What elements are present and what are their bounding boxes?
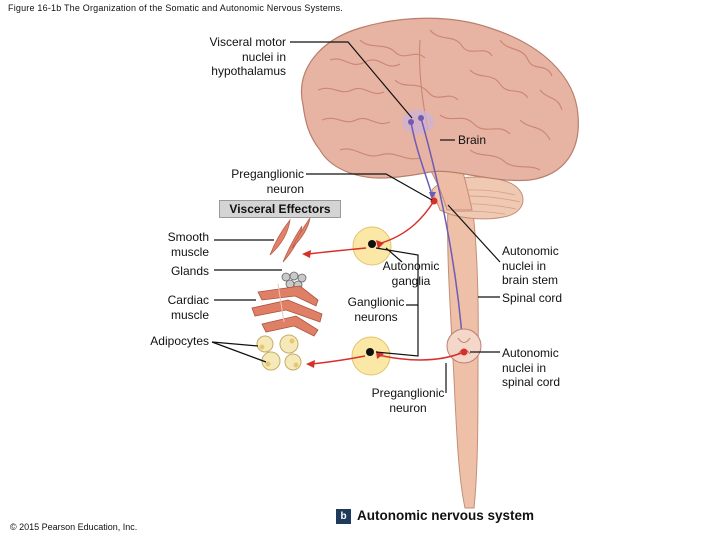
panel-letter-badge: b	[336, 509, 351, 524]
label-line: nuclei in	[502, 360, 547, 375]
label-line: nuclei in	[502, 258, 547, 273]
label-line: muscle	[170, 244, 209, 259]
label-line: brain stem	[502, 273, 559, 287]
postganglionic-fiber-lower	[311, 355, 366, 365]
smooth-muscle-cells	[269, 217, 311, 263]
leader-preganglionic-top	[306, 173, 433, 201]
label-line: Preganglionic	[231, 167, 304, 181]
label-line: Visceral motor	[209, 35, 286, 49]
label-brain: Brain	[458, 133, 487, 147]
brain-folds	[317, 29, 563, 171]
label-line: hypothalamus	[211, 64, 286, 78]
leader-adipocytes	[211, 341, 259, 347]
label-line: neuron	[266, 181, 304, 196]
gland-cells	[281, 271, 307, 290]
label-smooth-muscle: Smooth muscle	[150, 230, 209, 259]
label-line: nuclei in	[241, 49, 286, 64]
label-line: Autonomic	[502, 346, 559, 360]
label-line: spinal cord	[502, 375, 561, 389]
label-spinal-cord: Spinal cord	[502, 291, 563, 305]
label-line: ganglia	[391, 273, 431, 288]
axon-arrow-1	[429, 192, 436, 200]
adipocyte-nuclei	[259, 338, 299, 368]
label-line: Ganglionic	[347, 295, 405, 309]
label-line: neurons	[354, 309, 398, 324]
spinal-cross-section	[446, 328, 482, 364]
ganglion-upper-neuron	[368, 240, 376, 248]
ganglion-lower-neuron	[366, 348, 374, 356]
label-cardiac-muscle: Cardiac muscle	[150, 293, 209, 322]
leader-visceral-motor	[290, 41, 413, 119]
hypothalamus-region	[402, 110, 434, 134]
leader-lines	[211, 41, 501, 393]
label-autonomic-nuclei-spinal-cord: Autonomic nuclei in spinal cord	[502, 346, 582, 390]
leader-adipocytes-2	[211, 341, 267, 363]
label-adipocytes: Adipocytes	[150, 334, 209, 348]
panel-title: Autonomic nervous system	[357, 508, 535, 523]
copyright-notice: © 2015 Pearson Education, Inc.	[10, 522, 138, 532]
label-preganglionic-neuron-bottom: Preganglionic neuron	[364, 386, 452, 415]
label-ganglionic-neurons: Ganglionic neurons	[340, 295, 412, 324]
descending-axon-1	[410, 121, 433, 196]
label-autonomic-nuclei-brain-stem: Autonomic nuclei in brain stem	[502, 244, 582, 288]
visceral-effectors-box: Visceral Effectors	[219, 200, 341, 218]
label-line: Autonomic	[502, 244, 559, 258]
label-visceral-motor-nuclei: Visceral motor nuclei in hypothalamus	[180, 35, 286, 79]
preganglionic-fiber-lower	[377, 351, 465, 361]
label-autonomic-ganglia: Autonomic ganglia	[378, 259, 444, 288]
label-line: Smooth	[167, 230, 209, 244]
label-line: Autonomic	[382, 259, 440, 273]
cardiac-muscle-fibers	[251, 283, 323, 337]
figure-title: Figure 16-1b The Organization of the Som…	[8, 3, 343, 13]
label-glands: Glands	[170, 264, 209, 278]
postganglionic-fiber-upper	[307, 247, 367, 255]
descending-axon-2	[420, 117, 464, 349]
ganglion-lower	[351, 336, 391, 376]
label-line: muscle	[170, 307, 209, 322]
leader-brain-stem	[447, 204, 501, 263]
leader-ganglionic-neurons	[375, 247, 419, 357]
preganglionic-fiber-upper	[377, 200, 435, 245]
label-line: Cardiac	[167, 293, 209, 307]
label-line: neuron	[389, 400, 427, 415]
brain	[301, 17, 579, 182]
label-line: Preganglionic	[371, 386, 445, 400]
label-preganglionic-neuron-top: Preganglionic neuron	[205, 167, 304, 196]
